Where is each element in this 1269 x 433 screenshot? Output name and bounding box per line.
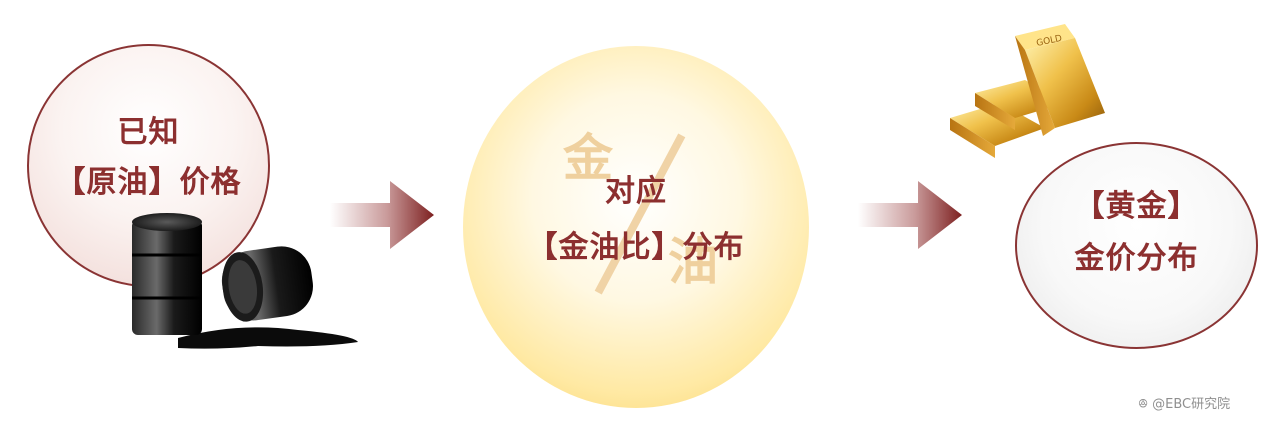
gold-price-label: 【黄金】 金价分布 <box>1015 181 1258 285</box>
gold-oil-ratio-label: 对应 【金油比】分布 <box>463 164 809 276</box>
arrow-right-icon <box>330 181 434 249</box>
oil-price-line2: 【原油】价格 <box>55 165 242 200</box>
source-text: @EBC研究院 <box>1152 397 1231 412</box>
oil-price-line1: 已知 <box>117 115 180 150</box>
gold-bars-icon: GOLD <box>950 24 1105 158</box>
source-watermark: ꔮ@EBC研究院 <box>1138 393 1230 412</box>
gold-price-line2: 金价分布 <box>1074 241 1199 276</box>
oil-price-label: 已知 【原油】价格 <box>27 108 270 208</box>
ratio-line2: 【金油比】分布 <box>527 230 745 265</box>
oil-watermark: 油 <box>668 233 718 291</box>
gold-watermark: 金 <box>563 129 613 187</box>
gold-price-circle <box>1015 142 1258 349</box>
arrow-right-icon <box>858 181 962 249</box>
weibo-icon: ꔮ <box>1138 397 1149 412</box>
oil-barrels-icon <box>132 213 358 349</box>
ratio-line1: 对应 <box>605 174 667 209</box>
gold-price-line1: 【黄金】 <box>1074 189 1199 224</box>
